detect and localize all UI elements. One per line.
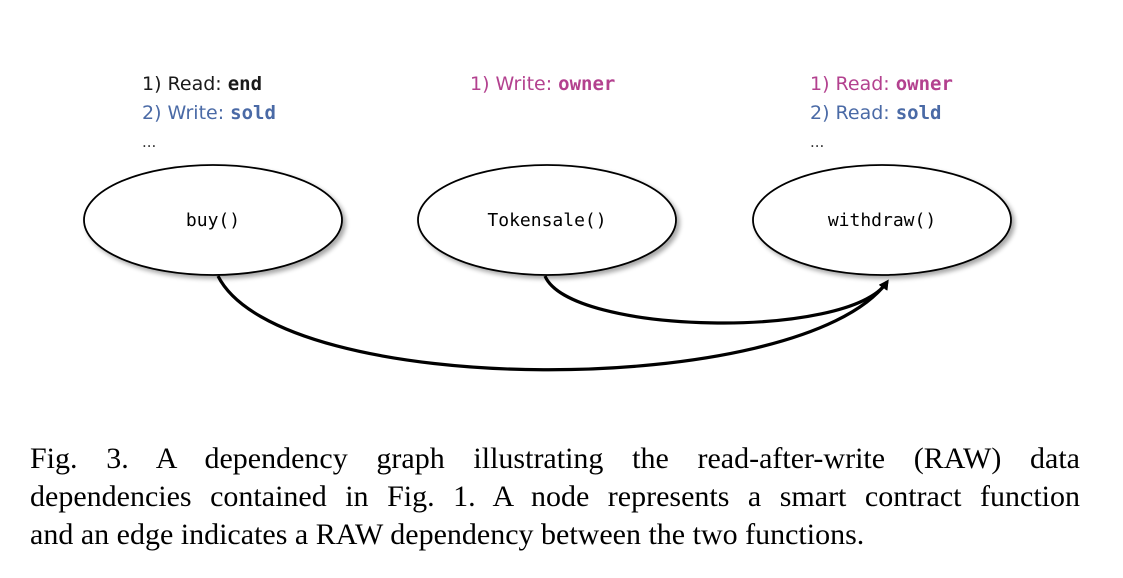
node-withdraw-label: withdraw() xyxy=(828,210,936,231)
edge-tokensale-to-withdraw xyxy=(543,275,889,325)
annotation-buy-line-1: 1) Read: end xyxy=(142,73,263,95)
annotation-tokensale: 1) Write: owner xyxy=(470,70,615,99)
node-buy: buy() xyxy=(83,164,343,276)
annotation-withdraw: 1) Read: owner 2) Read: sold ... xyxy=(810,70,953,157)
annotation-tokensale-line-1: 1) Write: owner xyxy=(470,73,616,95)
node-buy-label: buy() xyxy=(186,210,240,231)
node-tokensale-label: Tokensale() xyxy=(487,210,606,231)
caption-line-1: Fig. 3. A dependency graph illustrating … xyxy=(30,442,1080,475)
annotation-withdraw-line-1: 1) Read: owner xyxy=(810,73,953,95)
node-withdraw: withdraw() xyxy=(752,164,1012,276)
node-tokensale: Tokensale() xyxy=(417,164,677,276)
annotation-buy-line-2: 2) Write: sold xyxy=(142,102,276,124)
annotation-buy: 1) Read: end 2) Write: sold ... xyxy=(142,70,276,157)
annotation-withdraw-line-2: 2) Read: sold xyxy=(810,102,942,124)
annotation-withdraw-ellipsis: ... xyxy=(810,133,825,151)
caption-line-2: dependencies contained in Fig. 1. A node… xyxy=(30,480,1080,513)
figure-caption: Fig. 3. A dependency graph illustrating … xyxy=(30,440,1080,554)
dependency-graph: buy() Tokensale() withdraw() xyxy=(83,164,1012,372)
caption-line-3: and an edge indicates a RAW dependency b… xyxy=(30,518,865,551)
annotation-buy-ellipsis: ... xyxy=(142,133,157,151)
edge-buy-to-withdraw xyxy=(216,275,889,372)
